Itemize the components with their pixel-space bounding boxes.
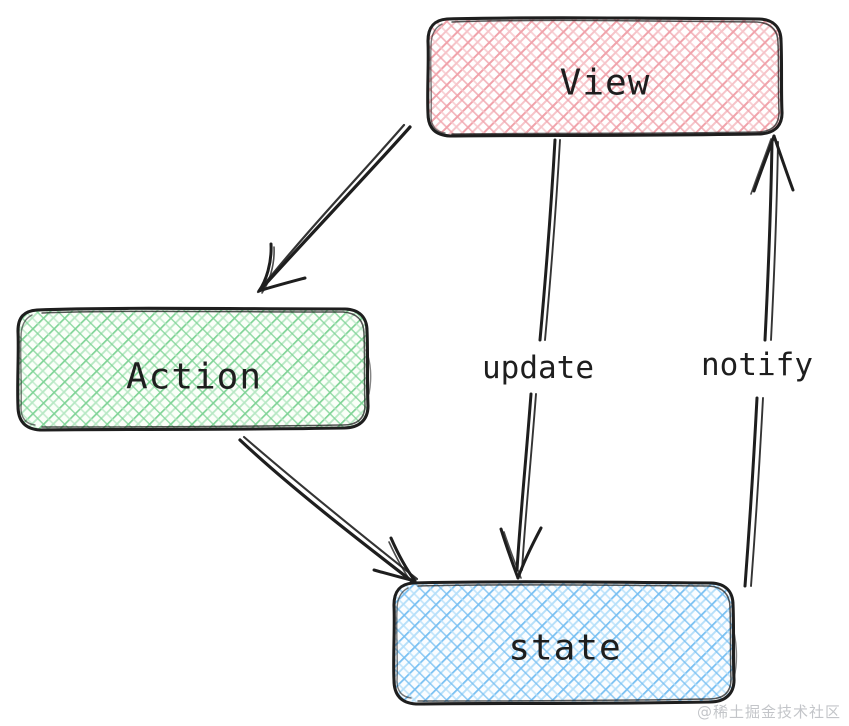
edge-action-to-state [238,435,419,584]
edge-action-to-state-arrowhead-left [372,568,417,583]
edge-view-to-state-line-a-upper [538,138,557,342]
node-view-border-sketch [451,19,780,135]
node-action-border-sketch2 [20,314,36,426]
edge-view-to-action-arrowhead-right [257,276,307,293]
edge-view-to-state-arrowhead-right [516,526,543,580]
node-action-border [16,306,370,432]
node-action-border-sketch [41,310,366,428]
edge-state-to-view [743,134,795,588]
node-view-border-sketch2 [430,23,446,134]
edge-view-to-action-arrowhead-left [257,242,273,293]
edge-action-to-state-line-a [238,438,415,584]
edge-view-to-action-arrowhead-left2 [261,246,275,294]
edge-view-to-state-arrowhead-left2 [503,531,522,579]
edge-label-notify: notify [696,345,818,385]
edge-state-to-view-arrowhead-left [752,134,776,193]
edge-view-to-state-line-a-lower [515,392,533,572]
node-action-fill-cross [18,309,368,429]
edge-view-to-action [256,123,412,294]
node-state-border-sketch3 [731,624,738,679]
edge-view-to-action-line-a [260,125,412,290]
node-state-fill-cross [394,583,734,702]
node-action-border-sketch3 [365,349,372,395]
edge-view-to-state-line-b-upper [544,139,561,341]
edge-view-to-action-line-b [256,123,406,294]
edge-action-to-state-line-b [242,435,419,581]
edge-action-to-state-arrowhead-top [389,536,417,583]
edge-state-to-view-line-a-upper [763,140,774,342]
node-state-border [392,580,736,706]
node-state[interactable] [392,580,738,706]
edge-label-update: update [477,348,599,388]
node-view[interactable] [426,16,784,138]
edge-view-to-state-arrowhead-left [499,527,520,580]
edge-view-to-state [499,138,561,580]
node-action[interactable] [16,306,372,432]
node-state-border-sketch2 [396,587,412,699]
edge-action-to-state-arrowhead-top2 [388,541,413,584]
edge-state-to-view-line-b-lower [750,397,764,587]
edge-state-to-view-arrowhead-left2 [750,138,772,195]
node-view-border [426,16,784,138]
edge-state-to-view-arrowhead-right [772,134,795,192]
edge-view-to-state-line-b-lower [521,393,537,571]
node-state-border-sketch [417,584,732,702]
edge-state-to-view-line-b-upper [770,141,779,341]
watermark-text: @稀土掘金技术社区 [696,703,841,721]
node-view-fill-cross [428,19,782,135]
edge-state-to-view-line-a-lower [743,396,759,588]
